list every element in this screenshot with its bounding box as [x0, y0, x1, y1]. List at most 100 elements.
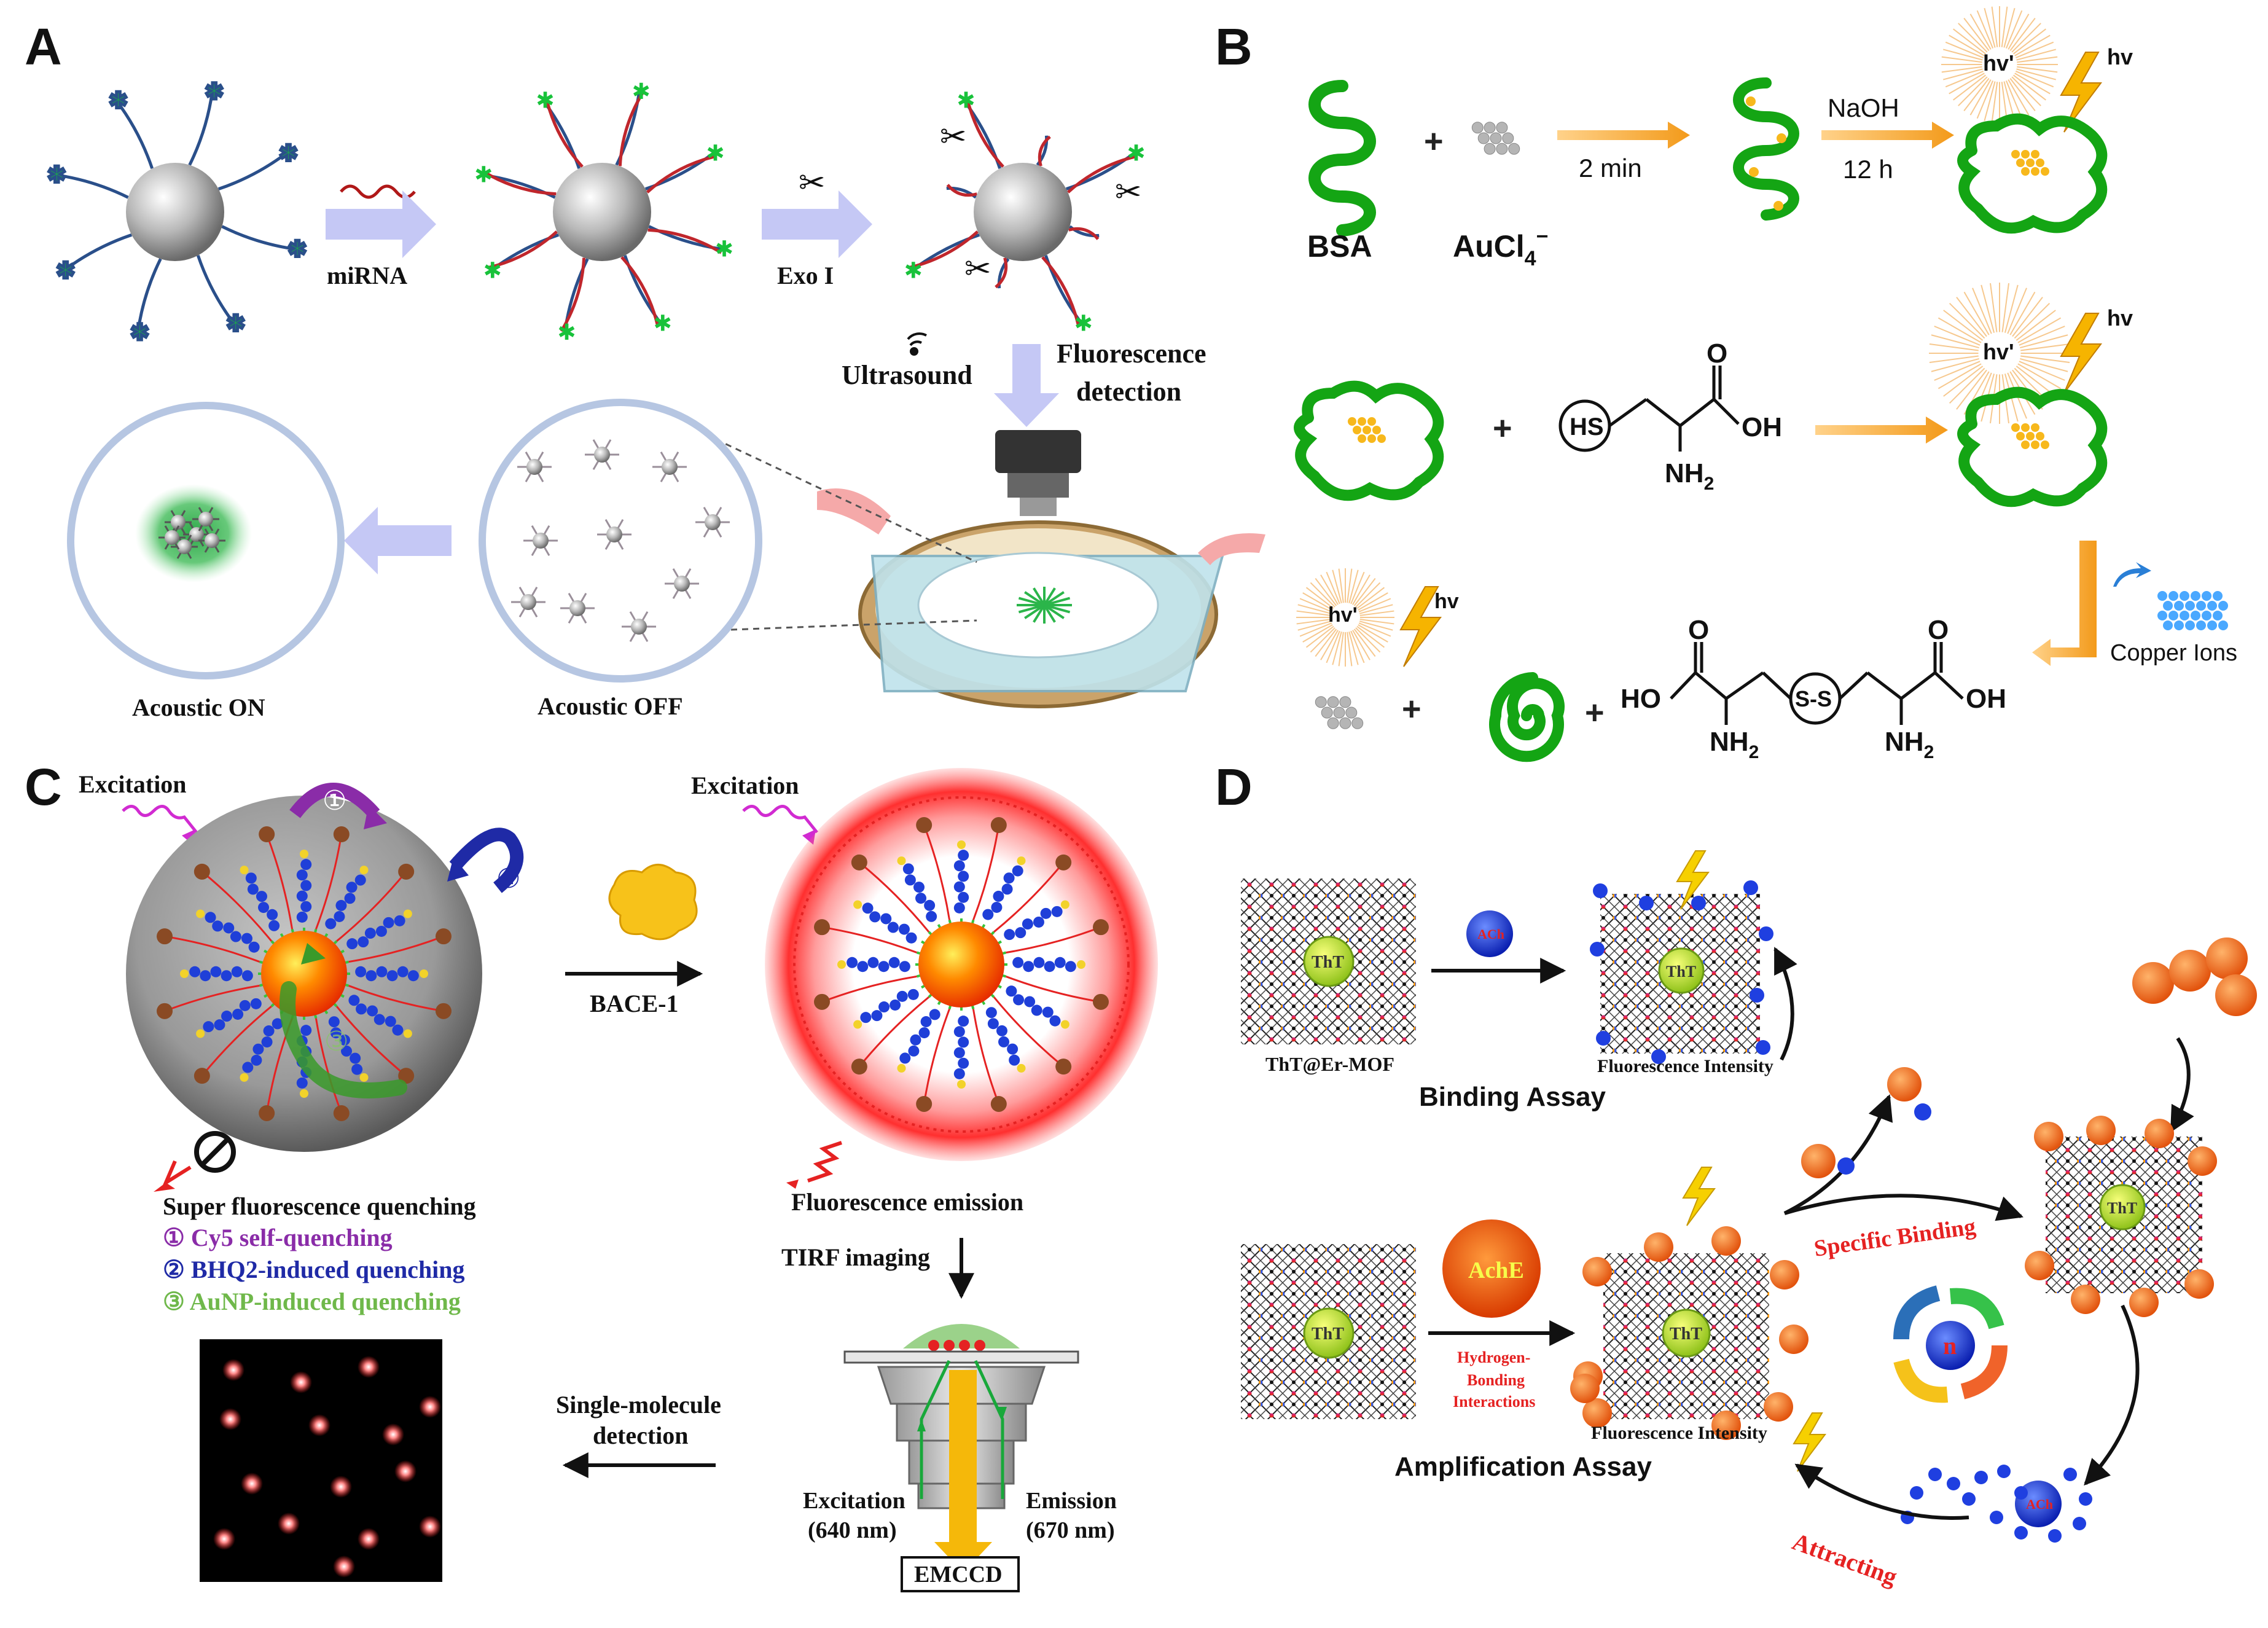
gold-nanocluster-core — [1348, 417, 1386, 443]
arrow-curve-up — [1773, 947, 1797, 1061]
label-thter-mof: ThT@Er-MOF — [1265, 1053, 1394, 1075]
panel-c: C Excitation ① ② ③ Super fluorescence qu… — [25, 758, 1158, 1592]
label-hs: HS — [1570, 413, 1604, 440]
gold-nuclei — [1746, 96, 1786, 211]
ach-molecule — [1466, 910, 1513, 957]
label-ultrasound: Ultrasound — [842, 360, 972, 390]
no-emission-icon — [154, 1131, 236, 1192]
ache-cluster — [2132, 937, 2257, 1016]
label-tht: ThT — [1312, 953, 1344, 972]
label-ach-2: ACh — [2026, 1497, 2053, 1512]
svg-text:✱: ✱ — [706, 141, 724, 166]
arrow-cysteine — [1815, 417, 1948, 444]
lightning-icon — [2060, 52, 2102, 133]
burst-glow-small — [1296, 568, 1394, 667]
acoustic-on-view — [67, 402, 345, 679]
label-tht: ThT — [1312, 1325, 1344, 1344]
quench-item-1: ① Cy5 self-quenching — [163, 1224, 393, 1251]
svg-text:✱: ✱ — [279, 141, 297, 166]
label-o: O — [1928, 615, 1949, 645]
lightning-icon — [1676, 850, 1710, 910]
label-copper: Copper Ions — [2110, 640, 2237, 666]
arrow-left-acoustic — [344, 507, 452, 574]
arrow-down-cluster — [2170, 1037, 2194, 1133]
bace-enzyme-icon — [608, 864, 698, 941]
ultrasound-icon — [907, 332, 927, 356]
mof-framework: ThT — [1241, 1244, 1416, 1419]
svg-text:✱: ✱ — [130, 320, 149, 345]
ache-small — [1887, 1067, 1922, 1102]
gold-ions-cluster — [1471, 122, 1520, 155]
svg-text:✱: ✱ — [47, 162, 66, 187]
arrow-down-detection — [994, 344, 1059, 427]
emission-wave-icon — [807, 1141, 842, 1183]
label-ss: S-S — [1795, 686, 1832, 711]
emissive-probe-sphere — [765, 768, 1158, 1161]
label-2min: 2 min — [1579, 154, 1642, 182]
gold-nanocluster-core — [2011, 150, 2049, 176]
scissors-icon: ✂ — [940, 119, 967, 155]
svg-text:✱: ✱ — [288, 237, 307, 262]
svg-text:✱: ✱ — [654, 311, 672, 336]
num-2: ② — [496, 863, 520, 894]
scissors-icon: ✂ — [1115, 174, 1142, 211]
panel-d: D ThT ThT@Er-MOF ACh ThT Fluorescence In… — [1215, 758, 2257, 1591]
lightning-icon — [1793, 1412, 1826, 1472]
label-o: O — [1688, 615, 1709, 645]
label-hb-3: Interactions — [1453, 1393, 1535, 1411]
ach-small — [1837, 1157, 1855, 1175]
bsa-protein-coil — [1308, 80, 1376, 237]
aunc-protein — [1957, 113, 2108, 234]
label-hv: hv — [1434, 590, 1459, 613]
svg-text:✱: ✱ — [227, 311, 245, 336]
burst-glow — [1941, 6, 2058, 123]
label-oh: OH — [1966, 684, 2006, 714]
mof-framework: ThT — [1590, 880, 1773, 1064]
excitation-wave-icon — [122, 805, 198, 834]
label-hb-1: Hydrogen- — [1457, 1348, 1530, 1366]
label-excitation-2: Excitation — [691, 772, 799, 799]
bsa-gold-coil — [1733, 77, 1799, 221]
label-acoustic-on: Acoustic ON — [132, 694, 265, 721]
svg-text:✱: ✱ — [536, 88, 554, 114]
recycle-icon: n — [1893, 1285, 2008, 1403]
arrow-specific-binding — [1784, 1194, 2024, 1221]
cysteine-structure — [1558, 366, 1740, 452]
plus-sign: + — [1402, 691, 1421, 727]
arrow-mirna — [326, 190, 436, 258]
arrow-quench-2 — [449, 828, 524, 893]
label-670nm: (670 nm) — [1026, 1517, 1115, 1543]
label-single-molecule: Single-molecule — [556, 1391, 721, 1419]
label-binding-assay: Binding Assay — [1419, 1082, 1606, 1112]
svg-text:✱: ✱ — [557, 320, 576, 345]
lightning-icon — [2060, 313, 2102, 394]
panel-b: B BSA + AuCl4− 2 min NaOH 12 h hv' hv + … — [1215, 6, 2237, 762]
label-detection: detection — [1076, 377, 1181, 407]
arrow-bend-down-left — [2032, 541, 2097, 666]
ache-enzyme — [1442, 1219, 1541, 1318]
excitation-wave-icon — [742, 805, 818, 834]
label-tht: ThT — [2107, 1199, 2137, 1217]
svg-text:✱: ✱ — [1074, 311, 1093, 336]
label-emission-670: Emission — [1026, 1488, 1117, 1514]
label-amplification-assay: Amplification Assay — [1394, 1452, 1652, 1482]
label-oh: OH — [1742, 412, 1782, 442]
aunc-protein — [1957, 386, 2108, 507]
label-excitation: Excitation — [79, 770, 187, 798]
label-nh2: NH2 — [1710, 727, 1759, 762]
quenched-probe-sphere — [126, 796, 482, 1152]
svg-text:✱: ✱ — [1127, 141, 1145, 166]
label-emccd: EMCCD — [914, 1562, 1003, 1587]
panel-c-letter: C — [25, 758, 62, 816]
num-1: ① — [323, 785, 346, 816]
curved-arrow-icon — [2113, 562, 2151, 587]
panel-a: A ✱✱✱✱✱✱✱✱ ✱✱✱✱✱✱✱✱ ✱✱✱✱ ✂ ✂ ✂ miRNA ✂ E… — [25, 18, 1265, 721]
probe-nanoparticle-1: ✱✱✱✱✱✱✱✱ — [46, 78, 308, 347]
label-aucl: AuCl4− — [1453, 225, 1548, 270]
label-specific-binding: Specific Binding — [1812, 1213, 1977, 1261]
mof-framework: ThT — [2025, 1116, 2217, 1317]
label-nh2: NH2 — [1885, 727, 1934, 762]
svg-text:✱: ✱ — [57, 259, 75, 284]
lightning-icon — [1399, 586, 1442, 667]
panel-a-letter: A — [25, 18, 62, 76]
